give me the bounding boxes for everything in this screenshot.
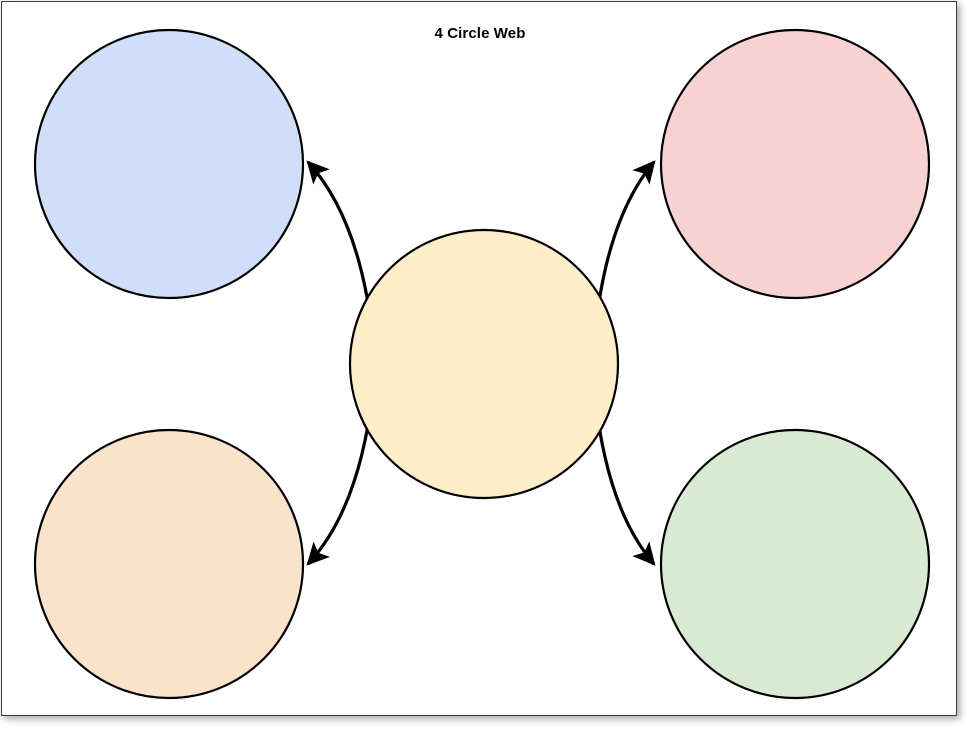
bottom-right-circle[interactable]	[659, 428, 931, 700]
node-layer	[33, 28, 931, 700]
center-circle[interactable]	[348, 228, 620, 500]
top-right-circle[interactable]	[659, 28, 931, 300]
node-bottom-left[interactable]	[33, 428, 305, 700]
diagram-canvas[interactable]: 4 Circle Web	[1, 1, 957, 716]
page-title: 4 Circle Web	[434, 25, 526, 42]
node-center[interactable]	[348, 228, 620, 500]
node-bottom-right[interactable]	[659, 428, 931, 700]
bottom-left-circle[interactable]	[33, 428, 305, 700]
diagram-svg	[33, 28, 931, 700]
node-top-right[interactable]	[659, 28, 931, 300]
node-top-left[interactable]	[33, 28, 305, 300]
top-left-circle[interactable]	[33, 28, 305, 300]
